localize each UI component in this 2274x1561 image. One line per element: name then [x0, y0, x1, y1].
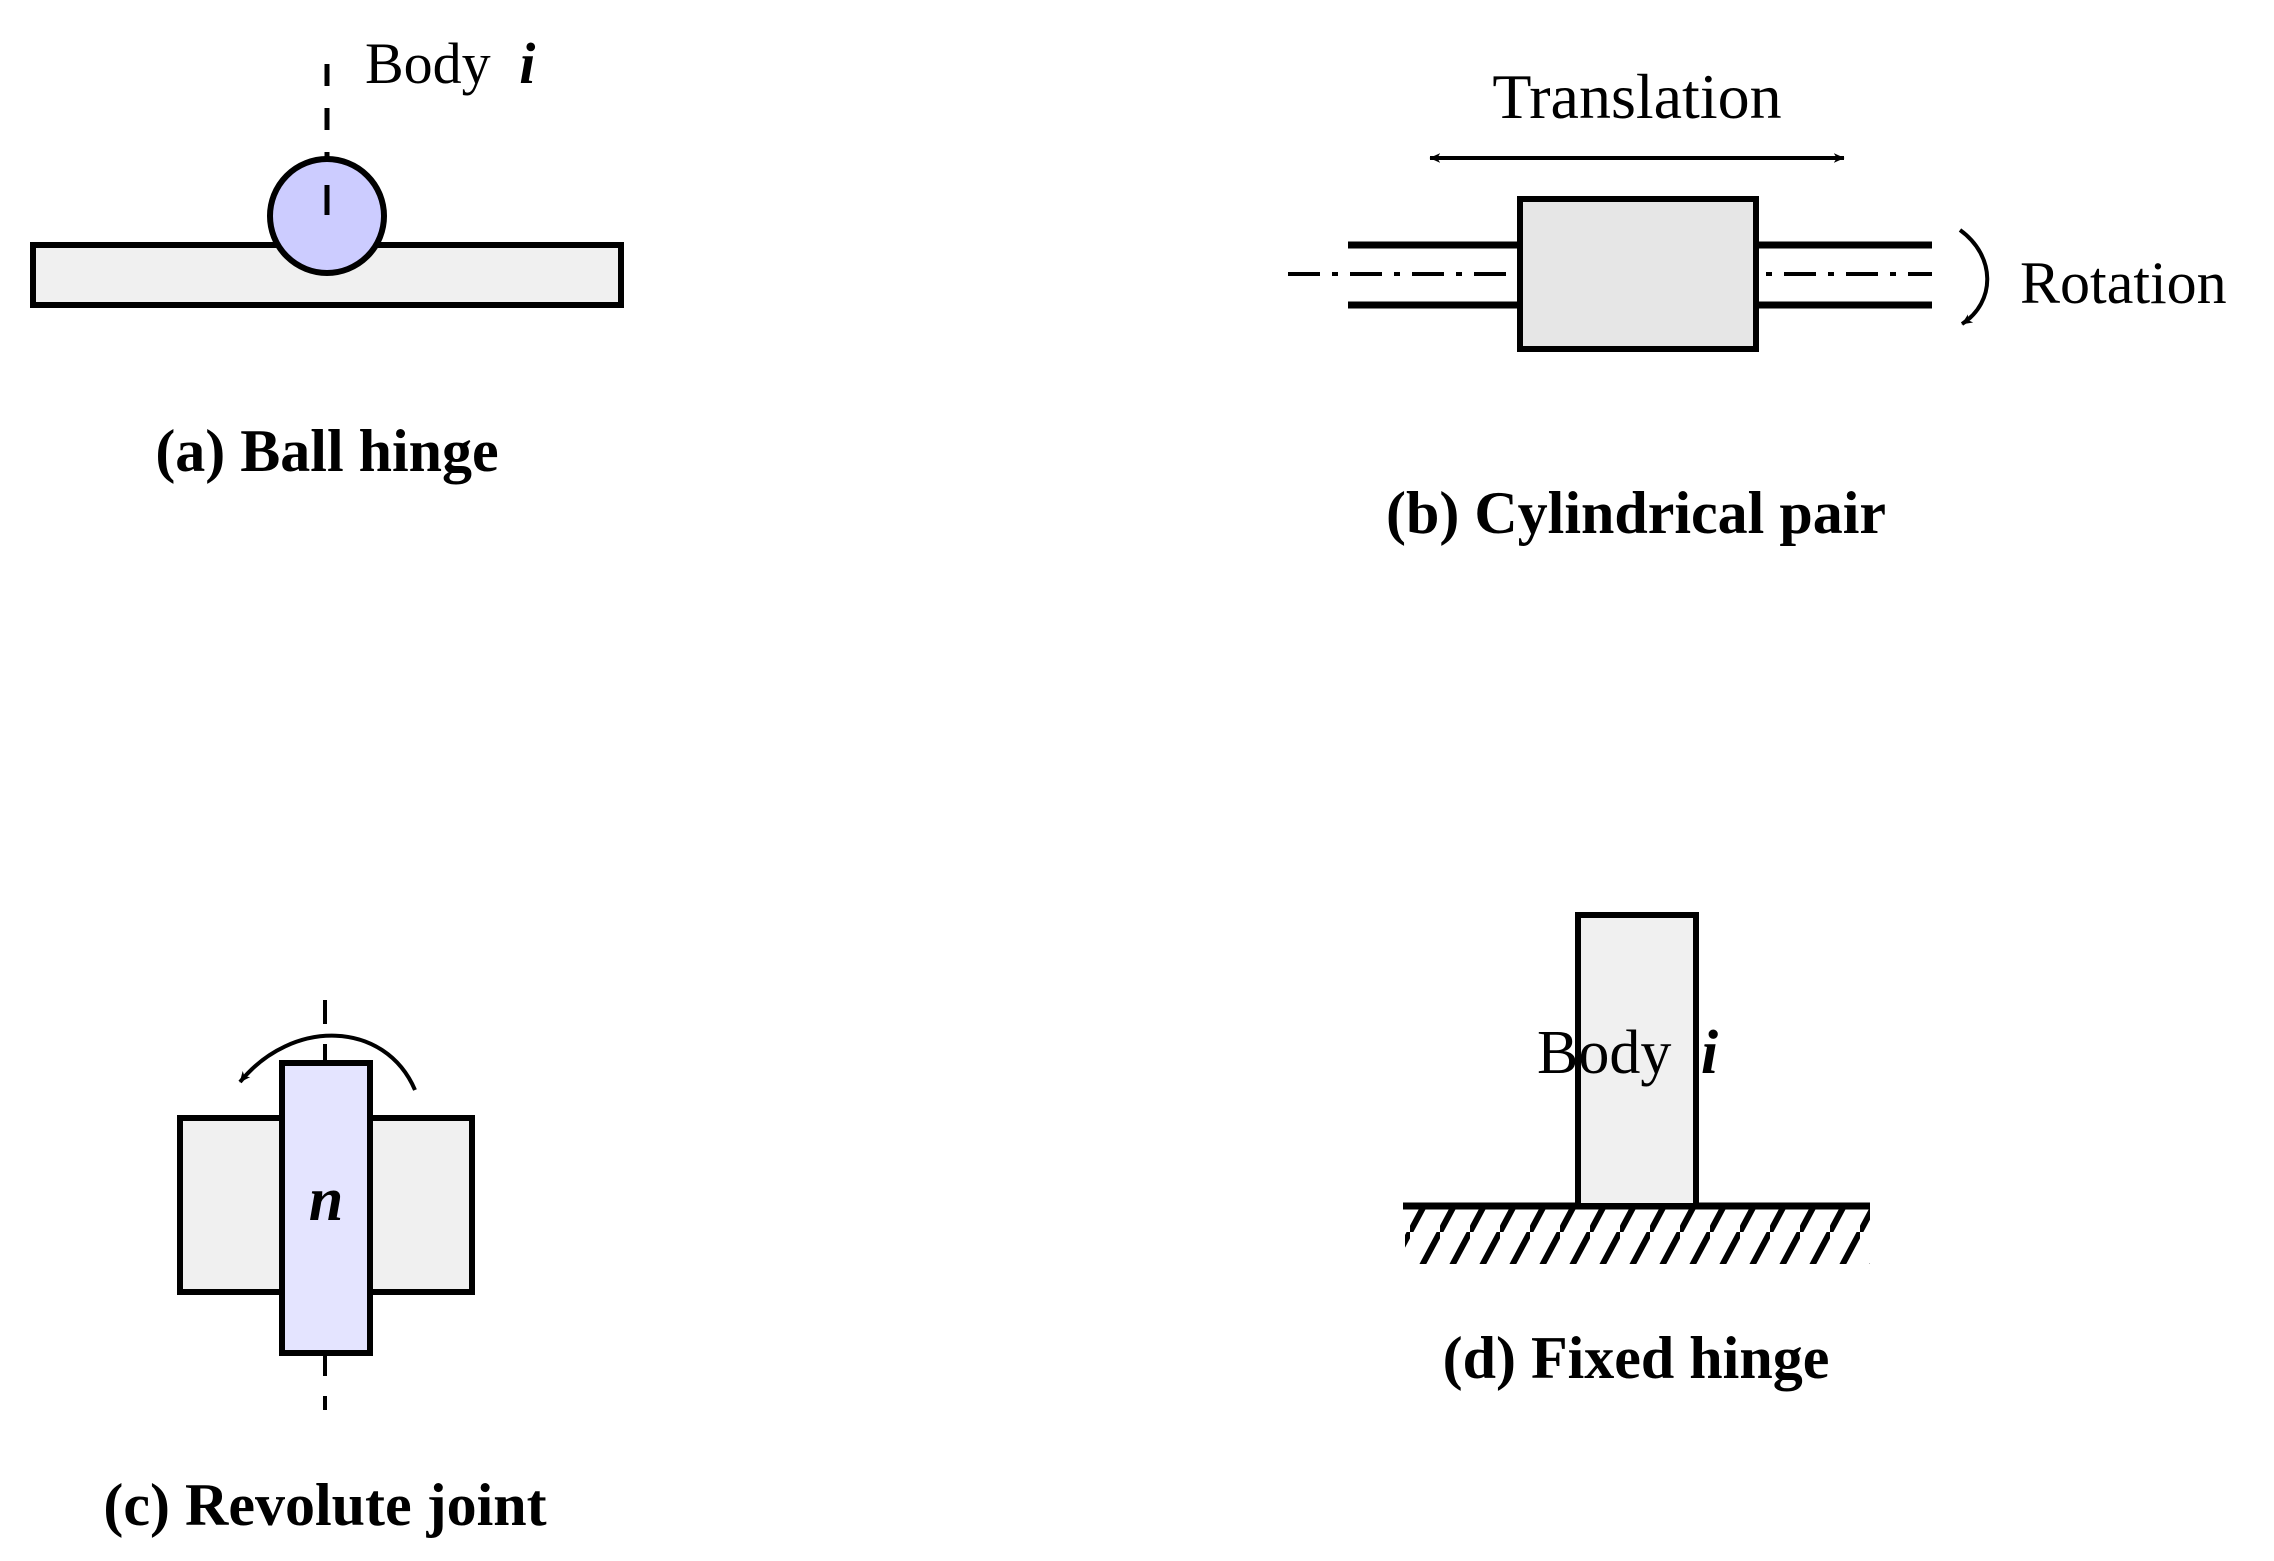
- rotation-label: Rotation: [2020, 250, 2227, 316]
- body-index: i: [1701, 1019, 1718, 1087]
- caption-cylindrical-pair: (b) Cylindrical pair: [1386, 480, 1886, 546]
- caption-fixed-hinge: (d) Fixed hinge: [1443, 1325, 1830, 1391]
- ground-hatch: [1405, 1206, 1870, 1264]
- ball: [267, 156, 387, 276]
- panel-ball-hinge: Body i (a) Ball hinge: [30, 31, 624, 484]
- fixed-body: [1575, 912, 1699, 1209]
- panel-revolute-joint: n (c) Revolute joint: [103, 1000, 547, 1538]
- axis-label-n: n: [309, 1166, 343, 1234]
- svg-text:Body i: Body i: [1537, 1019, 1718, 1087]
- body-label: Body: [1537, 1019, 1671, 1087]
- body-index: i: [519, 31, 535, 96]
- panel-fixed-hinge: Body i (d) Fixed hinge: [1403, 912, 1870, 1391]
- pin: [279, 1060, 373, 1356]
- rotation-arrow: [238, 1033, 417, 1091]
- body-label: Body: [365, 31, 491, 96]
- translation-label: Translation: [1492, 61, 1781, 132]
- caption-revolute-joint: (c) Revolute joint: [103, 1472, 546, 1538]
- sliding-block: [1517, 196, 1759, 352]
- caption-ball-hinge: (a) Ball hinge: [155, 418, 498, 484]
- rotation-arrow: [1958, 228, 1990, 326]
- svg-text:Body i: Body i: [365, 31, 535, 96]
- panel-cylindrical-pair: Translation Rotation (b) Cylindrical pai…: [1288, 61, 2227, 546]
